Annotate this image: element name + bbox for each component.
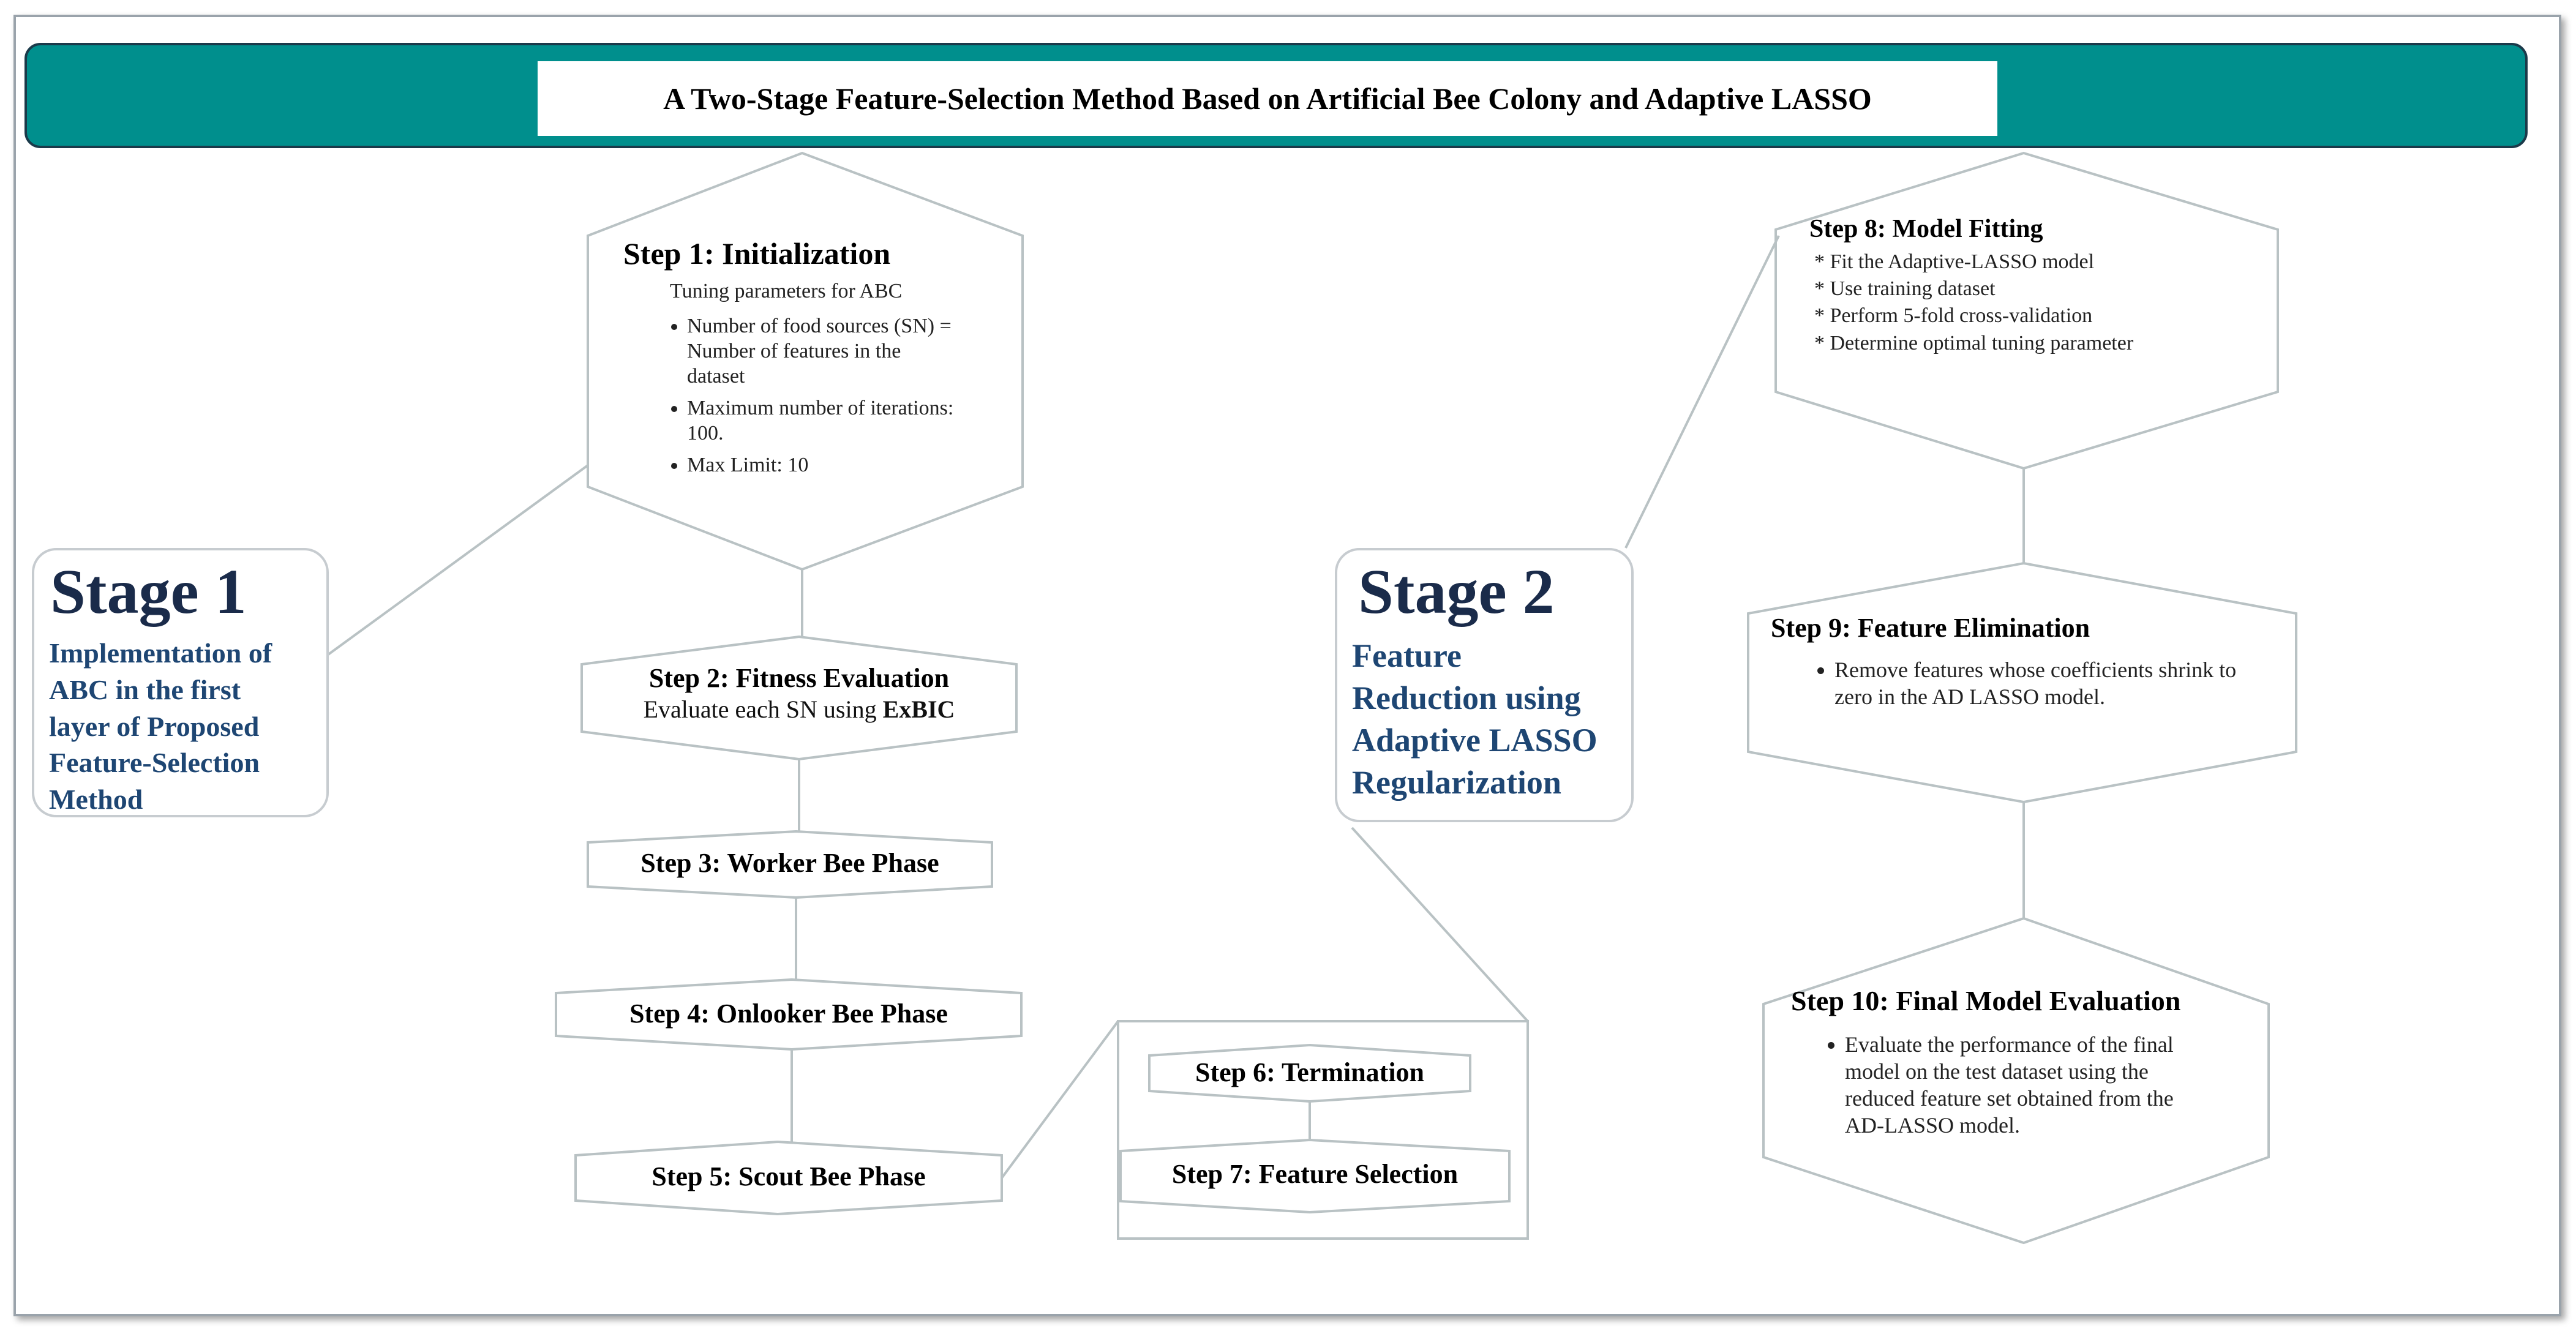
stage2-subtitle-line: Reduction using: [1352, 680, 1581, 717]
step9-title: Step 9: Feature Elimination: [1771, 613, 2090, 643]
stage1-subtitle-line: Feature-Selection: [49, 747, 260, 779]
step2-title: Step 2: Fitness Evaluation: [648, 663, 950, 693]
stage2-subtitle: Feature Reduction using Adaptive LASSO R…: [1352, 635, 1598, 804]
step10-hexagon: [1762, 917, 2270, 1245]
diagram-title: A Two-Stage Feature-Selection Method Bas…: [663, 81, 1872, 116]
step6-title: Step 6: Termination: [1195, 1057, 1425, 1087]
stage1-box: Stage 1 Implementation of ABC in the fir…: [32, 548, 329, 817]
step2-desc-text: Evaluate each SN using: [643, 695, 883, 723]
step10-bullet-list: Evaluate the performance of the final mo…: [1807, 1032, 2176, 1139]
step8-item: * Perform 5-fold cross-validation: [1814, 304, 2093, 328]
step4-title: Step 4: Onlooker Bee Phase: [629, 999, 948, 1029]
step7-content: Step 7: Feature Selection: [1121, 1158, 1509, 1190]
stage1-subtitle-line: Method: [49, 784, 143, 815]
step1-title: Step 1: Initialization: [623, 236, 891, 271]
connector-stage2-step8: [1624, 235, 1780, 549]
step1-bullet: Number of food sources (SN) = Number of …: [687, 313, 956, 389]
connector-stage1-step1: [325, 464, 589, 658]
step8-content: Step 8: Model Fitting * Fit the Adaptive…: [1809, 214, 2275, 357]
step9-bullet: Remove features whose coefficients shrin…: [1834, 657, 2239, 711]
step4-content: Step 4: Onlooker Bee Phase: [556, 998, 1021, 1029]
stage2-subtitle-line: Adaptive LASSO: [1352, 722, 1598, 759]
step5-hexagon: [574, 1140, 1003, 1216]
stage1-subtitle-line: Implementation of: [49, 637, 272, 669]
title-box: A Two-Stage Feature-Selection Method Bas…: [538, 61, 1997, 136]
step10-title: Step 10: Final Model Evaluation: [1791, 985, 2181, 1016]
stage2-subtitle-line: Feature: [1352, 637, 1462, 674]
step8-items: * Fit the Adaptive-LASSO model * Use tra…: [1814, 249, 2275, 357]
step2-content: Step 2: Fitness Evaluation Evaluate each…: [582, 662, 1016, 724]
connector-stage2-group: [1351, 827, 1529, 1022]
connector-step5-group: [1001, 1020, 1119, 1179]
diagram-frame: [13, 15, 2561, 1316]
step1-intro: Tuning parameters for ABC: [670, 280, 903, 302]
stage1-subtitle: Implementation of ABC in the first layer…: [49, 635, 272, 818]
step3-title: Step 3: Worker Bee Phase: [640, 848, 939, 878]
step1-content: Step 1: Initialization Tuning parameters…: [623, 236, 1004, 484]
step7-hexagon: [1119, 1138, 1511, 1214]
step2-desc-metric: ExBIC: [882, 695, 955, 723]
step8-title: Step 8: Model Fitting: [1809, 215, 2043, 243]
stage1-subtitle-line: ABC in the first: [49, 673, 241, 705]
step8-item: * Use training dataset: [1814, 277, 1996, 301]
step6-content: Step 6: Termination: [1149, 1057, 1470, 1088]
step5-title: Step 5: Scout Bee Phase: [652, 1161, 926, 1191]
stage2-box: Stage 2 Feature Reduction using Adaptive…: [1335, 548, 1634, 822]
step10-bullet: Evaluate the performance of the final mo…: [1845, 1032, 2176, 1139]
step8-item: * Determine optimal tuning parameter: [1814, 331, 2134, 354]
stage1-subtitle-line: layer of Proposed: [49, 710, 260, 742]
step10-content: Step 10: Final Model Evaluation Evaluate…: [1779, 984, 2269, 1145]
step2-desc: Evaluate each SN using ExBIC: [582, 695, 1016, 724]
step8-item: * Fit the Adaptive-LASSO model: [1814, 250, 2095, 273]
step1-bullet-list: Number of food sources (SN) = Number of …: [655, 313, 956, 478]
stage2-title: Stage 2: [1358, 557, 1555, 627]
step1-bullet: Maximum number of iterations: 100.: [687, 396, 956, 446]
step3-content: Step 3: Worker Bee Phase: [588, 847, 992, 879]
step7-title: Step 7: Feature Selection: [1171, 1159, 1459, 1189]
step5-content: Step 5: Scout Bee Phase: [576, 1161, 1002, 1192]
stage2-subtitle-line: Regularization: [1352, 764, 1561, 801]
step9-content: Step 9: Feature Elimination Remove featu…: [1771, 612, 2285, 717]
step1-bullet: Max Limit: 10: [687, 452, 956, 478]
step9-bullet-list: Remove features whose coefficients shrin…: [1783, 657, 2239, 711]
stage1-title: Stage 1: [50, 557, 247, 627]
